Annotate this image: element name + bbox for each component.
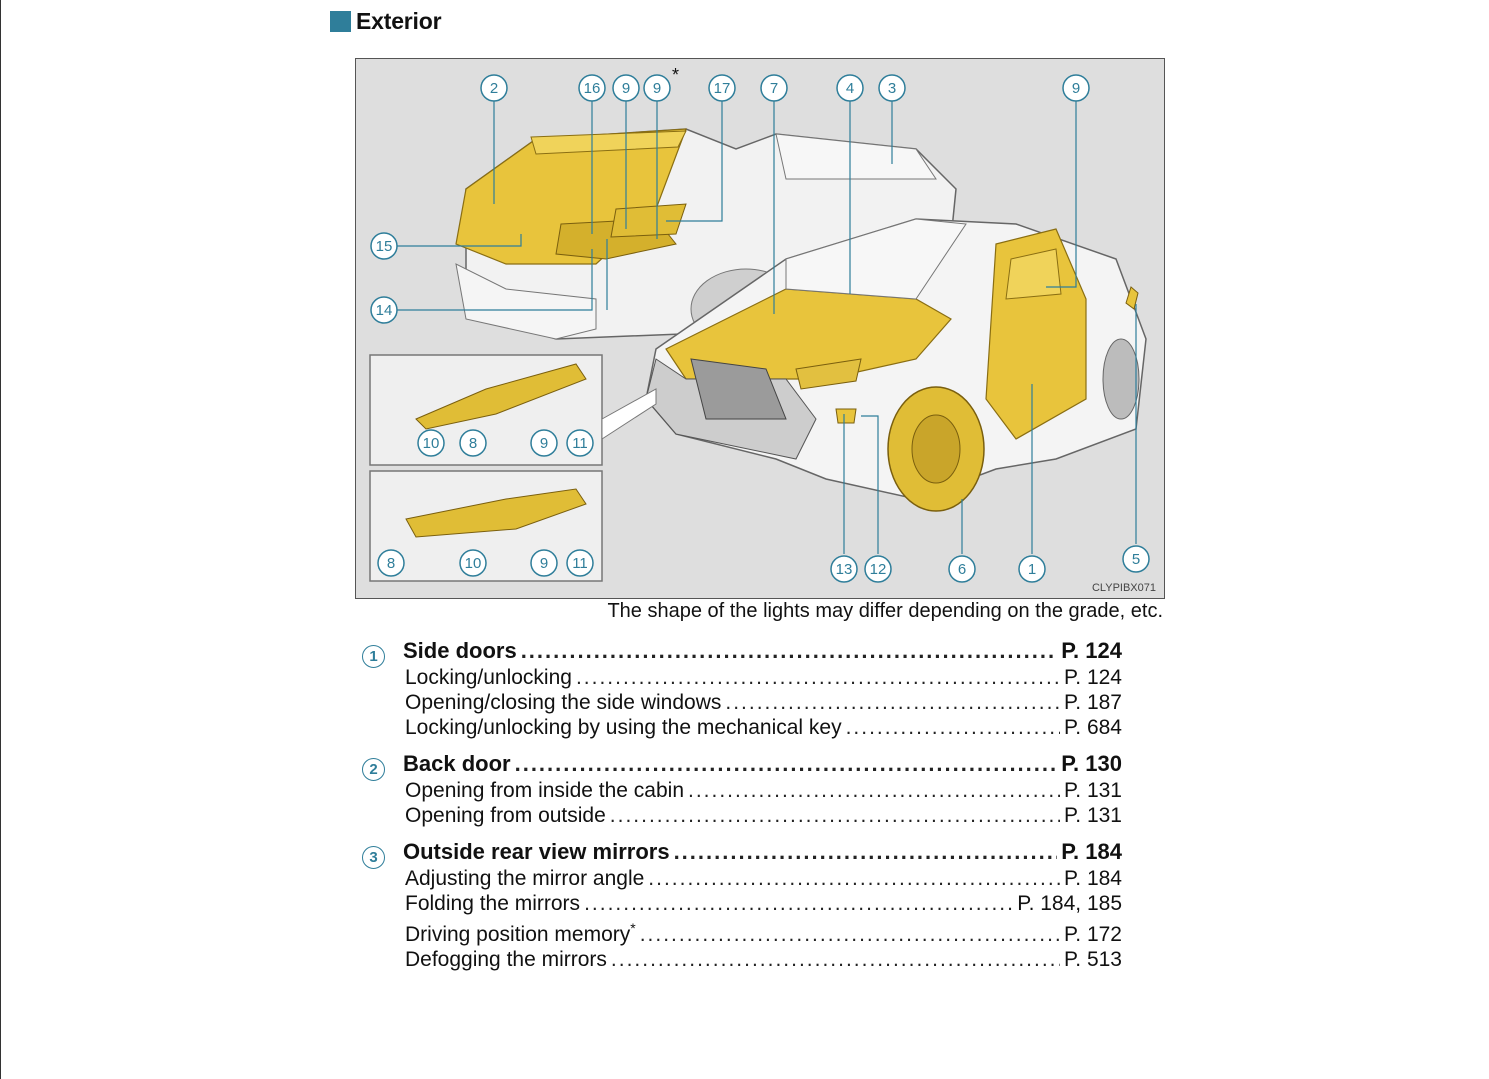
- svg-text:11: 11: [572, 555, 588, 572]
- svg-text:2: 2: [490, 80, 498, 97]
- entry-sub-row: Folding the mirrors P. 184, 185: [362, 891, 1122, 916]
- dot-leader: [674, 839, 1058, 864]
- svg-text:10: 10: [423, 435, 440, 452]
- sub-entry-label: Opening from outside: [405, 804, 606, 827]
- entry-sub-row: Driving position memory* P. 172: [362, 916, 1122, 947]
- vehicle-illustration: 2 16 9 9 17 7 4 3 9 15 14 10 8 9 11 8 10…: [356, 59, 1164, 598]
- svg-text:12: 12: [870, 561, 887, 578]
- entry-sub-row: Defogging the mirrors P. 513: [362, 947, 1122, 972]
- dot-leader: [515, 751, 1058, 776]
- dot-leader: [576, 665, 1060, 690]
- section-title: Exterior: [356, 7, 442, 34]
- svg-text:9: 9: [540, 435, 548, 452]
- entry-main-row: 3 Outside rear view mirrors P. 184: [362, 839, 1122, 869]
- optional-equipment-asterisk: *: [630, 920, 636, 936]
- svg-text:8: 8: [469, 435, 477, 452]
- svg-text:15: 15: [376, 238, 393, 255]
- dot-leader: [640, 922, 1060, 947]
- page-reference-link[interactable]: P. 124: [1063, 666, 1122, 689]
- page-reference-link[interactable]: P. 184: [1061, 839, 1122, 864]
- svg-text:9: 9: [622, 80, 630, 97]
- svg-text:6: 6: [958, 561, 966, 578]
- svg-text:1: 1: [1028, 561, 1036, 578]
- figure-caption: The shape of the lights may differ depen…: [607, 600, 1163, 622]
- list-item: 2 Back door P. 130 Opening from inside t…: [362, 751, 1122, 828]
- vehicle-exterior-figure: 2 16 9 9 17 7 4 3 9 15 14 10 8 9 11 8 10…: [355, 58, 1165, 599]
- sub-entry-label: Folding the mirrors: [405, 892, 581, 915]
- page-reference-link[interactable]: P. 131: [1063, 779, 1122, 802]
- svg-text:4: 4: [846, 80, 854, 97]
- entry-sub-row: Locking/unlocking P. 124: [362, 665, 1122, 690]
- callout-numbers: 2 16 9 9 17 7 4 3 9 15 14 10 8 9 11 8 10…: [376, 80, 1141, 578]
- svg-text:9: 9: [1072, 80, 1080, 97]
- figure-code: CLYPIBX071: [1091, 582, 1156, 594]
- callout-number-badge: 3: [362, 846, 385, 869]
- exterior-parts-list: 1 Side doors P. 124 Locking/unlocking P.…: [362, 638, 1122, 983]
- svg-text:14: 14: [376, 302, 393, 319]
- svg-text:16: 16: [584, 80, 601, 97]
- entry-sub-row: Locking/unlocking by using the mechanica…: [362, 715, 1122, 740]
- svg-text:7: 7: [770, 80, 778, 97]
- sub-entry-label: Defogging the mirrors: [405, 948, 607, 971]
- dot-leader: [688, 778, 1060, 803]
- front-vehicle: [645, 218, 1147, 512]
- svg-text:3: 3: [888, 80, 896, 97]
- page-reference-link[interactable]: P. 513: [1063, 948, 1122, 971]
- dot-leader: [584, 891, 1013, 916]
- list-item: 1 Side doors P. 124 Locking/unlocking P.…: [362, 638, 1122, 740]
- optional-asterisk: *: [672, 65, 679, 85]
- dot-leader: [725, 690, 1060, 715]
- dot-leader: [648, 866, 1060, 891]
- svg-text:13: 13: [836, 561, 853, 578]
- sub-entry-label: Opening/closing the side windows: [405, 691, 722, 714]
- dot-leader: [846, 715, 1060, 740]
- page-reference-link[interactable]: P. 184: [1063, 867, 1122, 890]
- page-reference-link[interactable]: P. 172: [1063, 923, 1122, 946]
- callout-leader-lines: [396, 101, 1137, 554]
- svg-text:5: 5: [1132, 551, 1140, 568]
- svg-text:8: 8: [387, 555, 395, 572]
- page-reference-link[interactable]: P. 131: [1063, 804, 1122, 827]
- svg-text:9: 9: [540, 555, 548, 572]
- section-marker: [330, 10, 351, 32]
- dot-leader: [521, 638, 1058, 663]
- callout-circles: [370, 74, 1150, 583]
- entry-sub-row: Opening/closing the side windows P. 187: [362, 690, 1122, 715]
- entry-title: Side doors: [403, 638, 517, 663]
- sub-entry-label: Locking/unlocking: [405, 666, 572, 689]
- page-reference-link[interactable]: P. 130: [1061, 751, 1122, 776]
- svg-text:11: 11: [572, 435, 588, 452]
- svg-text:17: 17: [714, 80, 731, 97]
- entry-title: Back door: [403, 751, 511, 776]
- dot-leader: [611, 947, 1060, 972]
- entry-main-row: 2 Back door P. 130: [362, 751, 1122, 781]
- page-edge: [0, 0, 1, 1079]
- entry-main-row: 1 Side doors P. 124: [362, 638, 1122, 668]
- page-reference-link[interactable]: P. 184, 185: [1017, 892, 1122, 915]
- svg-text:9: 9: [653, 80, 661, 97]
- callout-number-badge: 1: [362, 645, 385, 668]
- section-header: Exterior: [330, 6, 442, 36]
- sub-entry-label: Driving position memory*: [405, 920, 636, 946]
- list-item: 3 Outside rear view mirrors P. 184 Adjus…: [362, 839, 1122, 972]
- entry-sub-row: Adjusting the mirror angle P. 184: [362, 866, 1122, 891]
- page-reference-link[interactable]: P. 124: [1061, 638, 1122, 663]
- sub-entry-label: Adjusting the mirror angle: [405, 867, 645, 890]
- svg-text:10: 10: [465, 555, 482, 572]
- callout-number-badge: 2: [362, 758, 385, 781]
- sub-entry-label: Locking/unlocking by using the mechanica…: [405, 716, 842, 739]
- entry-sub-row: Opening from inside the cabin P. 131: [362, 778, 1122, 803]
- dot-leader: [610, 803, 1060, 828]
- sub-entry-label: Opening from inside the cabin: [405, 779, 684, 802]
- entry-title: Outside rear view mirrors: [403, 839, 670, 864]
- entry-sub-row: Opening from outside P. 131: [362, 803, 1122, 828]
- page-reference-link[interactable]: P. 187: [1063, 691, 1122, 714]
- page-reference-link[interactable]: P. 684: [1063, 716, 1122, 739]
